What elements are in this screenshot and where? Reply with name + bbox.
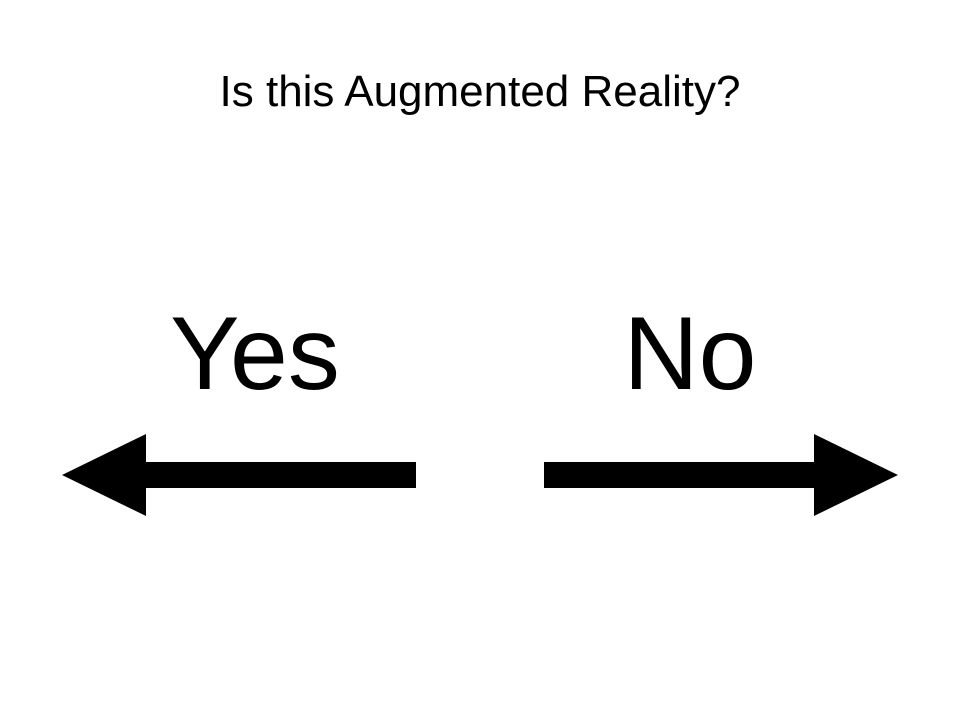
no-label: No <box>623 296 757 412</box>
arrow-left-shape <box>62 434 416 516</box>
yes-label: Yes <box>170 296 340 412</box>
arrow-right-icon <box>540 432 900 518</box>
arrow-left-icon <box>62 432 422 518</box>
arrow-right-shape <box>544 434 898 516</box>
slide-title: Is this Augmented Reality? <box>219 67 741 116</box>
